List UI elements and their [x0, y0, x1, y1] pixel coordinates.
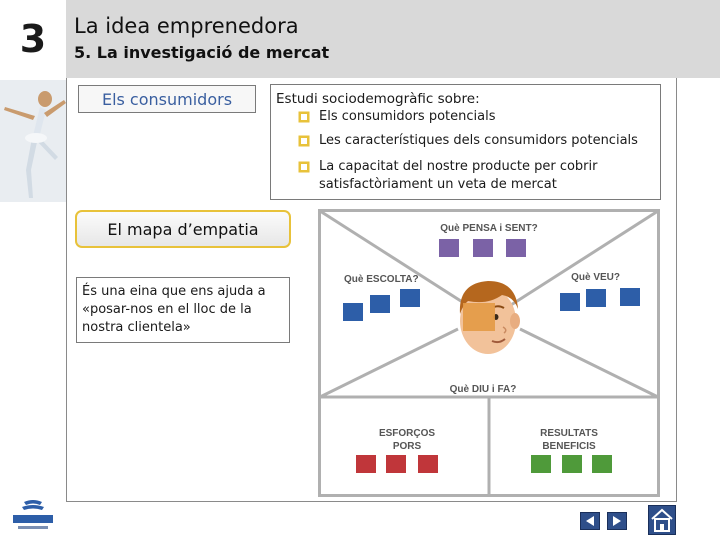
- checkbox-bullet-icon: [298, 111, 310, 123]
- arrow-right-icon[interactable]: [607, 512, 627, 530]
- checkbox-bullet-icon: [298, 135, 310, 147]
- empathy-map-definition: És una eina que ens ajuda a «posar-nos e…: [76, 277, 290, 343]
- study-item-text: La capacitat del nostre producte per cob…: [319, 159, 598, 192]
- dancer-photo: [0, 80, 66, 202]
- label-gains-sub: BENEFICIS: [542, 441, 596, 452]
- page-title: La idea emprenedora: [74, 14, 299, 38]
- label-gains-title: RESULTATS: [540, 428, 598, 439]
- empathy-map-button[interactable]: El mapa d’empatia: [75, 210, 291, 248]
- label-pains-sub: PORS: [393, 441, 422, 452]
- consumers-label-box: Els consumidors: [78, 85, 256, 113]
- empathy-map-diagram: Què PENSA i SENT? Què ESCOLTA? Què VEU? …: [318, 209, 660, 497]
- label-thinks-feels: Què PENSA i SENT?: [440, 223, 537, 234]
- study-item-text: Les característiques dels consumidors po…: [319, 133, 638, 148]
- sociodemographic-study-box: Estudi sociodemogràfic sobre: Els consum…: [270, 84, 661, 200]
- label-pains-title: ESFORÇOS: [379, 428, 435, 439]
- chapter-number: 3: [19, 17, 47, 61]
- study-list: Els consumidors potencials Les caracterí…: [276, 108, 654, 194]
- header-bar: La idea emprenedora 5. La investigació d…: [66, 0, 720, 78]
- study-title: Estudi sociodemogràfic sobre:: [276, 91, 480, 107]
- checkbox-bullet-icon: [298, 161, 310, 173]
- page-subtitle: 5. La investigació de mercat: [74, 43, 330, 62]
- label-hears: Què ESCOLTA?: [344, 274, 419, 285]
- study-item: Les característiques dels consumidors po…: [276, 132, 654, 150]
- study-item-text: Els consumidors potencials: [319, 109, 496, 124]
- home-icon[interactable]: [648, 505, 676, 535]
- label-says-does: Què DIU i FA?: [450, 384, 517, 395]
- arrow-left-icon[interactable]: [580, 512, 600, 530]
- editex-logo: [10, 498, 56, 532]
- label-sees: Què VEU?: [571, 272, 620, 283]
- study-item: La capacitat del nostre producte per cob…: [276, 158, 654, 194]
- person-head-illustration: [459, 281, 520, 354]
- study-item: Els consumidors potencials: [276, 108, 654, 126]
- sidebar: 3: [0, 0, 66, 540]
